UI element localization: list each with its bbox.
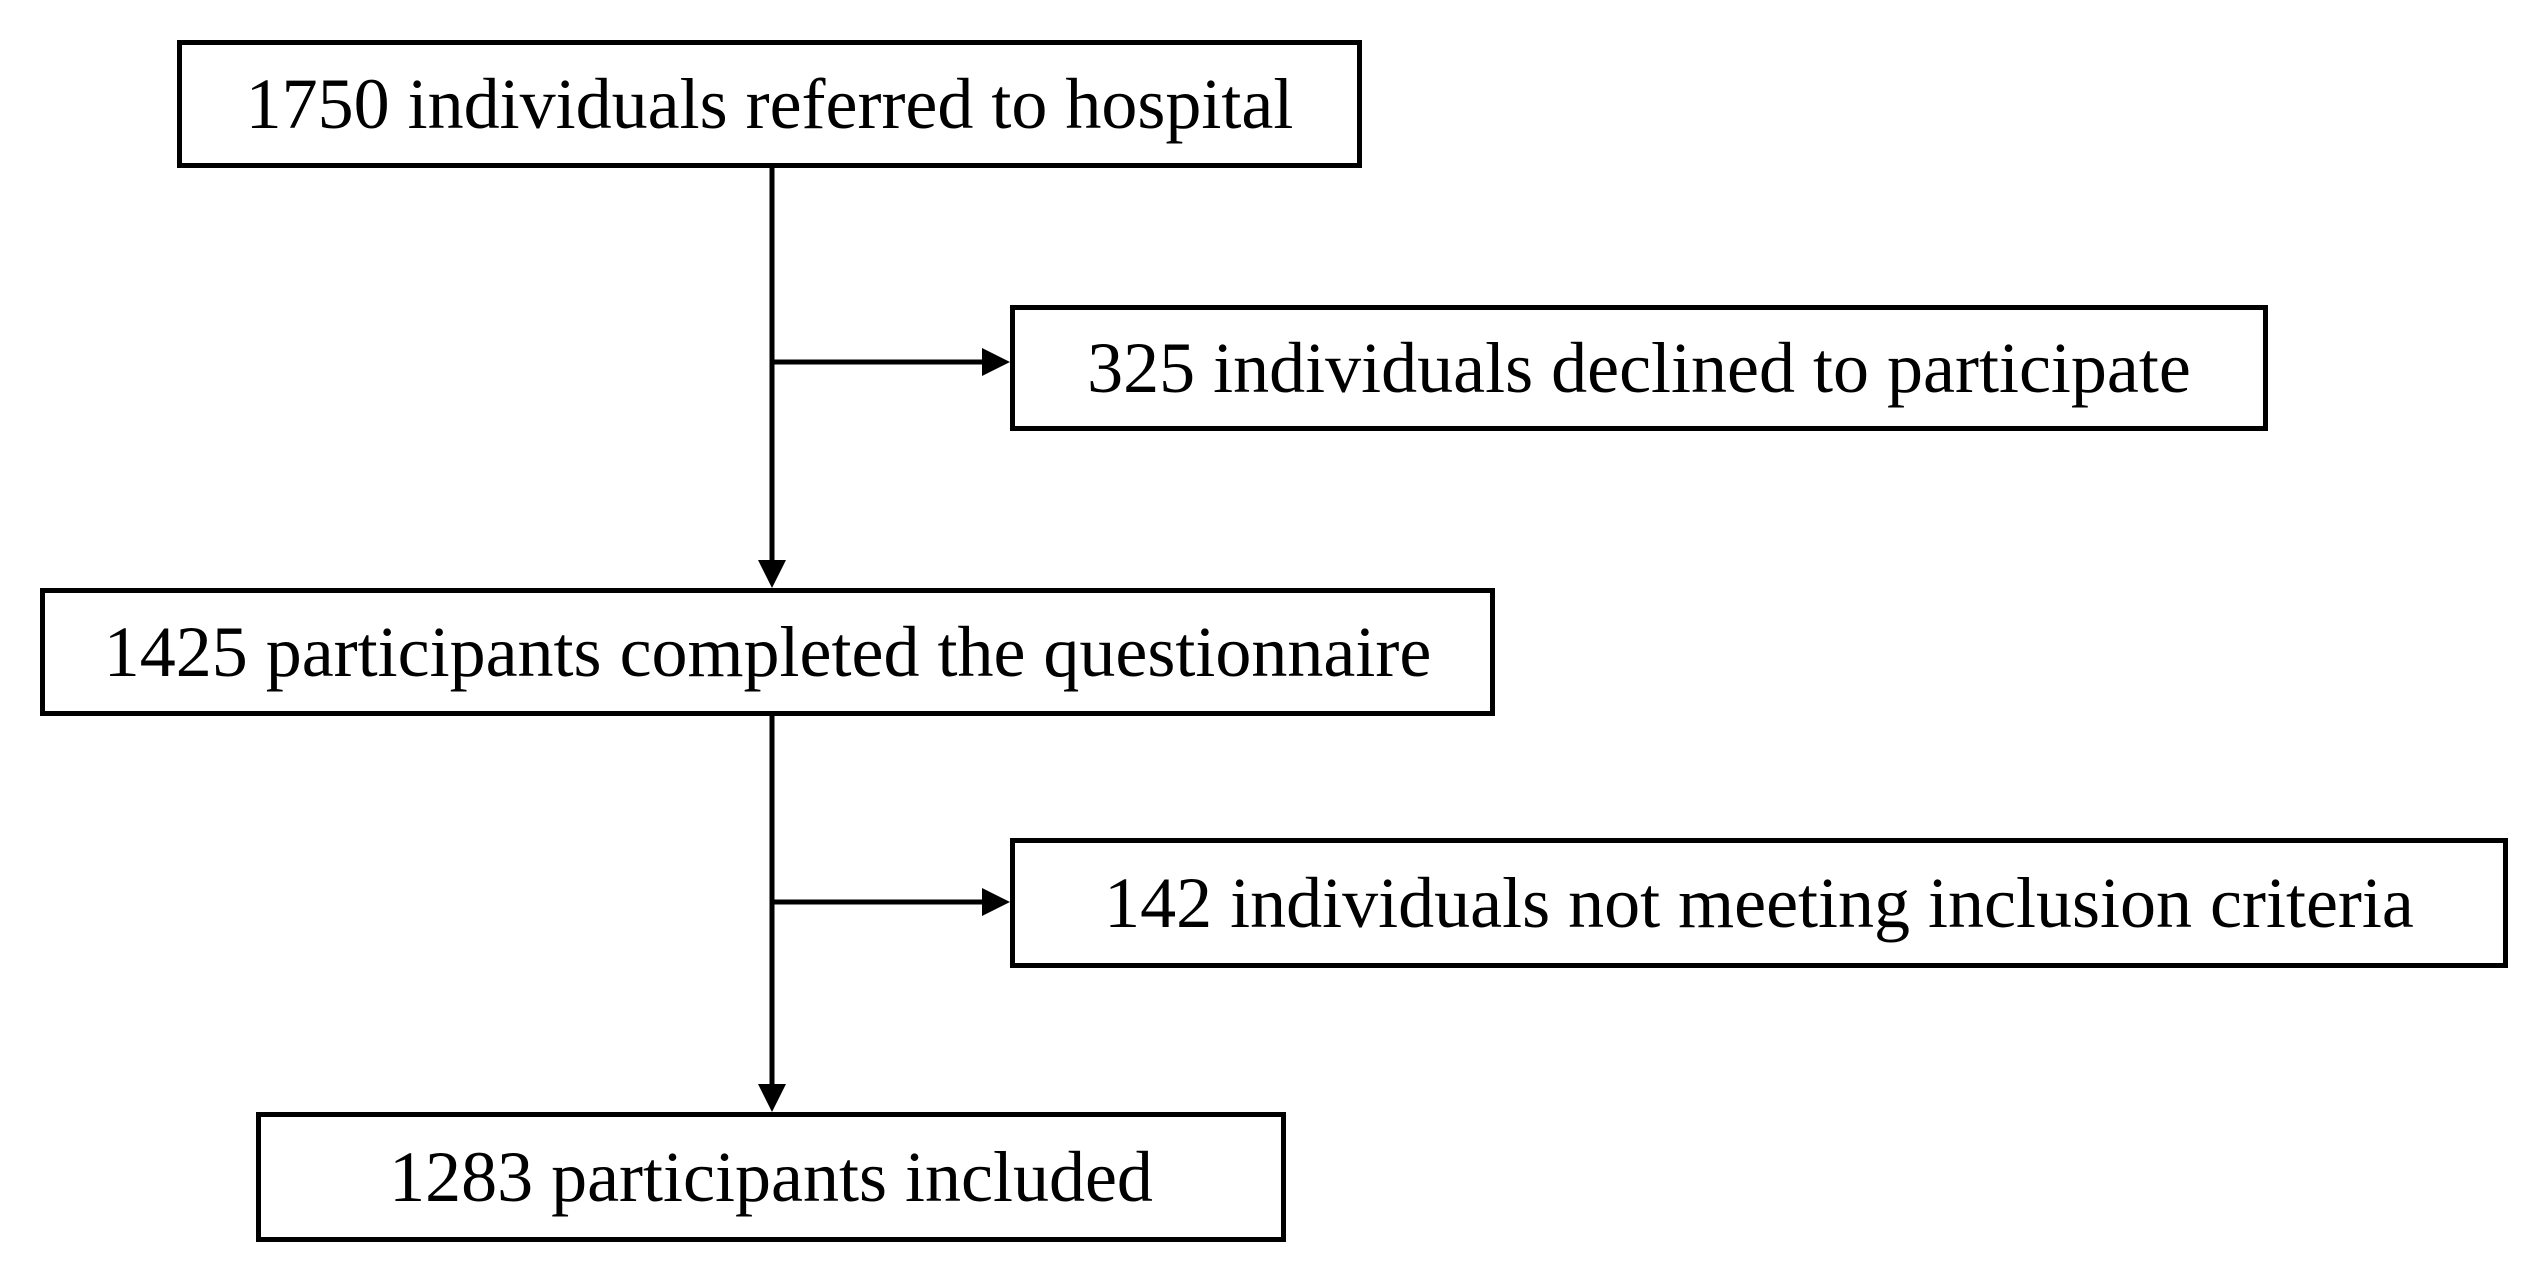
referred-box: 1750 individuals referred to hospital xyxy=(177,40,1362,168)
included-box: 1283 participants included xyxy=(256,1112,1286,1242)
arrowhead-right xyxy=(982,348,1010,376)
arrowhead-down xyxy=(758,1084,786,1112)
excluded-label: 142 individuals not meeting inclusion cr… xyxy=(1104,863,2414,943)
included-label: 1283 participants included xyxy=(389,1137,1153,1217)
declined-label: 325 individuals declined to participate xyxy=(1087,328,2191,408)
completed-box: 1425 participants completed the question… xyxy=(40,588,1495,716)
completed-label: 1425 participants completed the question… xyxy=(103,612,1432,692)
arrowhead-down xyxy=(758,560,786,588)
referred-label: 1750 individuals referred to hospital xyxy=(245,64,1294,144)
declined-box: 325 individuals declined to participate xyxy=(1010,305,2268,431)
excluded-box: 142 individuals not meeting inclusion cr… xyxy=(1010,838,2508,968)
arrowhead-right xyxy=(982,888,1010,916)
